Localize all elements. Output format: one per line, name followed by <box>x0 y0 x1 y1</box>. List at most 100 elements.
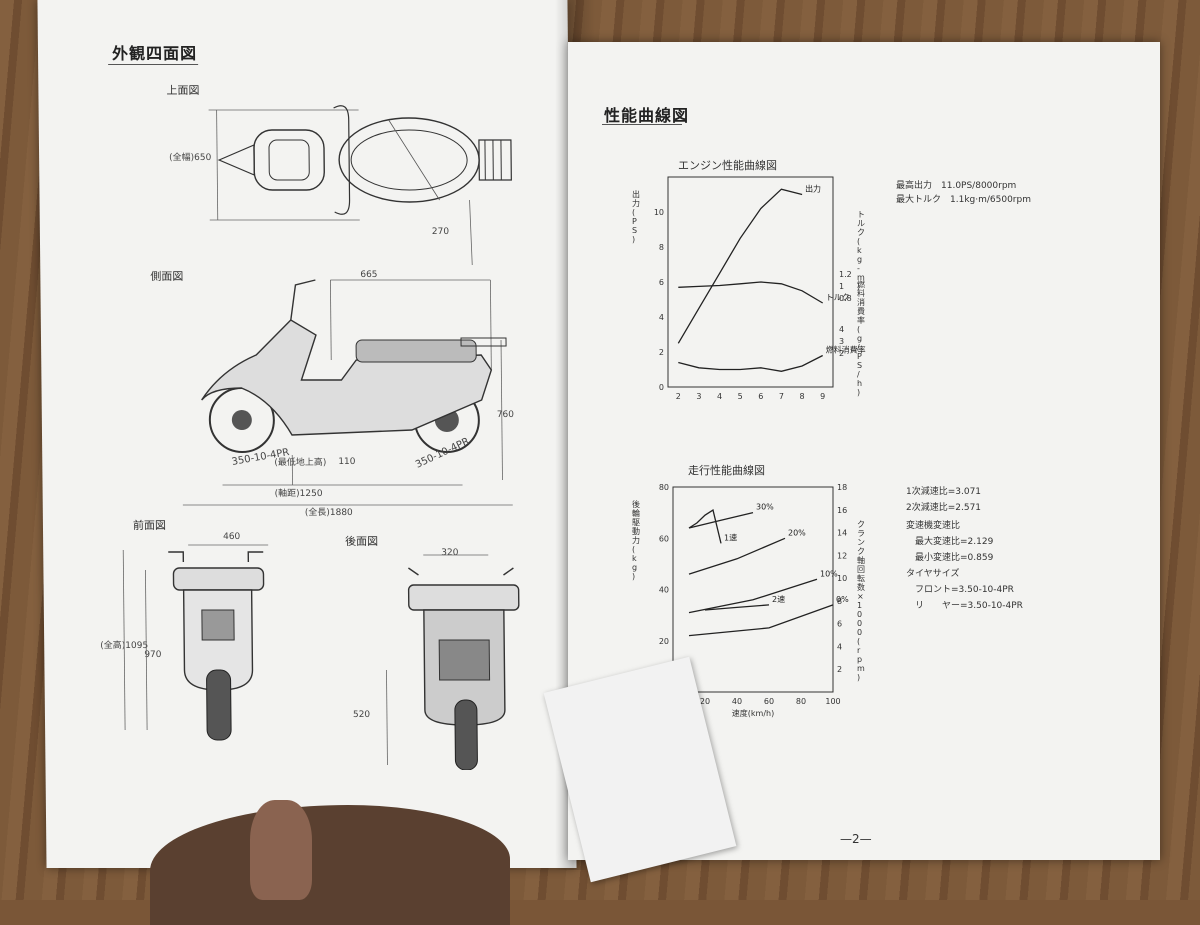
series-label: 2速 <box>772 595 785 604</box>
y-axis-label-char: ク <box>857 520 865 529</box>
top-view-drawing <box>198 90 520 270</box>
y-axis-label-char: ( <box>857 237 860 246</box>
y-tick-label: 6 <box>659 278 664 287</box>
y-axis-label-char: ル <box>857 219 865 228</box>
y-axis-label-char: 費 <box>857 306 865 316</box>
series-label: トルク <box>826 293 850 302</box>
y-tick-label: 4 <box>659 313 664 322</box>
series-label: 10% <box>820 569 838 578</box>
drive-spec-7: タイヤサイズ <box>906 566 959 582</box>
y-axis-label-char: 消 <box>857 297 865 307</box>
y-axis-label-char: ( <box>857 637 860 646</box>
y-axis-label-char: ラ <box>857 529 865 538</box>
x-tick-label: 100 <box>825 697 840 706</box>
rear-view-drawing <box>363 550 545 770</box>
y-axis-label-char: P <box>632 217 637 226</box>
x-tick-label: 40 <box>732 697 742 706</box>
ghost-text-1 <box>968 94 982 114</box>
engine-spec-2: 最大トルク 1.1kg·m/6500rpm <box>896 192 1031 208</box>
series-line <box>678 282 822 303</box>
y2-tick-label: 14 <box>837 529 847 538</box>
side-view-drawing: 350-10-4PR 350-10-4PR <box>180 270 543 530</box>
y-axis-label-char: 料 <box>857 288 865 298</box>
side-view-label: 側面図 <box>150 268 183 284</box>
front-view-label: 前面図 <box>133 517 166 533</box>
y2-tick-label: 18 <box>837 483 847 492</box>
y-axis-label-char: g <box>857 334 862 343</box>
right-page-title: 性能曲線図 <box>604 102 689 126</box>
y-axis-label-char: 0 <box>857 628 862 637</box>
drive-spec-9: リ ヤー=3.50-10-4PR <box>906 598 1023 614</box>
y-axis-label-char: 0 <box>857 610 862 619</box>
y-tick-label: 10 <box>654 208 664 217</box>
y-axis-label-char: ク <box>857 228 865 237</box>
series-label: 0% <box>836 595 849 604</box>
left-page-title: 外観四面図 <box>112 40 197 64</box>
front-view-drawing <box>113 540 295 750</box>
tire-front-label: 350-10-4PR <box>231 447 290 468</box>
y-axis-label-char: p <box>857 655 862 664</box>
thumb <box>250 800 312 900</box>
x-tick-label: 60 <box>764 697 774 706</box>
y-axis-label-char: × <box>857 592 864 601</box>
rear-view-label: 後面図 <box>345 533 378 549</box>
series-label: 燃料消費率 <box>826 345 866 355</box>
y2-tick-label: 1 <box>839 282 844 291</box>
y-axis-label-char: ト <box>857 210 865 219</box>
y-axis-label-char: 率 <box>857 315 865 325</box>
series-line <box>678 356 822 372</box>
y2-tick-label: 16 <box>837 506 847 515</box>
drive-spec-2: 2次減速比=2.571 <box>906 500 981 516</box>
series-label: 30% <box>756 503 774 512</box>
y-tick-label: 20 <box>659 637 669 646</box>
y-axis-label-char: 動 <box>632 527 640 536</box>
y-axis-label-char: ( <box>857 325 860 334</box>
x-tick-label: 3 <box>696 392 701 401</box>
x-tick-label: 4 <box>717 392 722 401</box>
y-axis-label-char: ク <box>857 547 865 556</box>
series-line <box>678 189 802 343</box>
y-axis-label-char: 出 <box>632 189 640 199</box>
y-axis-label-char: 力 <box>632 198 640 208</box>
y-axis-label-char: k <box>857 246 862 255</box>
page-number: —2— <box>840 832 872 846</box>
y-axis-label-char: 1 <box>857 601 862 610</box>
series-label: 1速 <box>724 533 737 542</box>
y-axis-label-char: g <box>632 563 637 572</box>
x-tick-label: 9 <box>820 392 825 401</box>
y-axis-label-char: 力 <box>632 535 640 545</box>
y-axis-label-char: 転 <box>857 574 865 583</box>
y-tick-label: 8 <box>659 243 664 252</box>
y-axis-label-char: k <box>632 554 637 563</box>
y2-tick-label: 4 <box>839 325 844 334</box>
y2-tick-label: 6 <box>837 620 842 629</box>
top-view-label: 上面図 <box>166 82 199 98</box>
x-tick-label: 20 <box>700 697 710 706</box>
y-axis-label-char: h <box>857 379 862 388</box>
y-axis-label-char: ( <box>632 208 635 217</box>
x-tick-label: 2 <box>676 392 681 401</box>
y2-tick-label: 1.2 <box>839 270 852 279</box>
y-axis-label-char: ( <box>632 545 635 554</box>
y-tick-label: 60 <box>659 534 669 543</box>
series-label: 出力 <box>805 184 821 194</box>
y-axis-label-char: 0 <box>857 619 862 628</box>
y-axis-label-char: 後 <box>632 499 640 509</box>
title-underline <box>108 64 198 65</box>
y-tick-label: 2 <box>659 348 664 357</box>
y-axis-label-char: 回 <box>857 565 865 574</box>
y-axis-label-char: ) <box>632 572 635 581</box>
series-label: 20% <box>788 528 806 537</box>
y-axis-label-char: S <box>632 226 637 235</box>
right-title-underline <box>602 124 682 125</box>
drive-spec-4: 変速機変速比 <box>906 518 960 534</box>
y-axis-label-char: ン <box>857 538 865 547</box>
y-axis-label-char: r <box>857 646 861 655</box>
y2-tick-label: 2 <box>837 665 842 674</box>
y2-tick-label: 12 <box>837 551 847 560</box>
x-tick-label: 7 <box>779 392 784 401</box>
y-axis-label-char: m <box>857 664 865 673</box>
left-page: 外観四面図 上面図 (全幅)650 270 側面図 665 760 (最低地上高… <box>37 0 576 868</box>
y-axis-label-char: 輪 <box>632 508 640 518</box>
